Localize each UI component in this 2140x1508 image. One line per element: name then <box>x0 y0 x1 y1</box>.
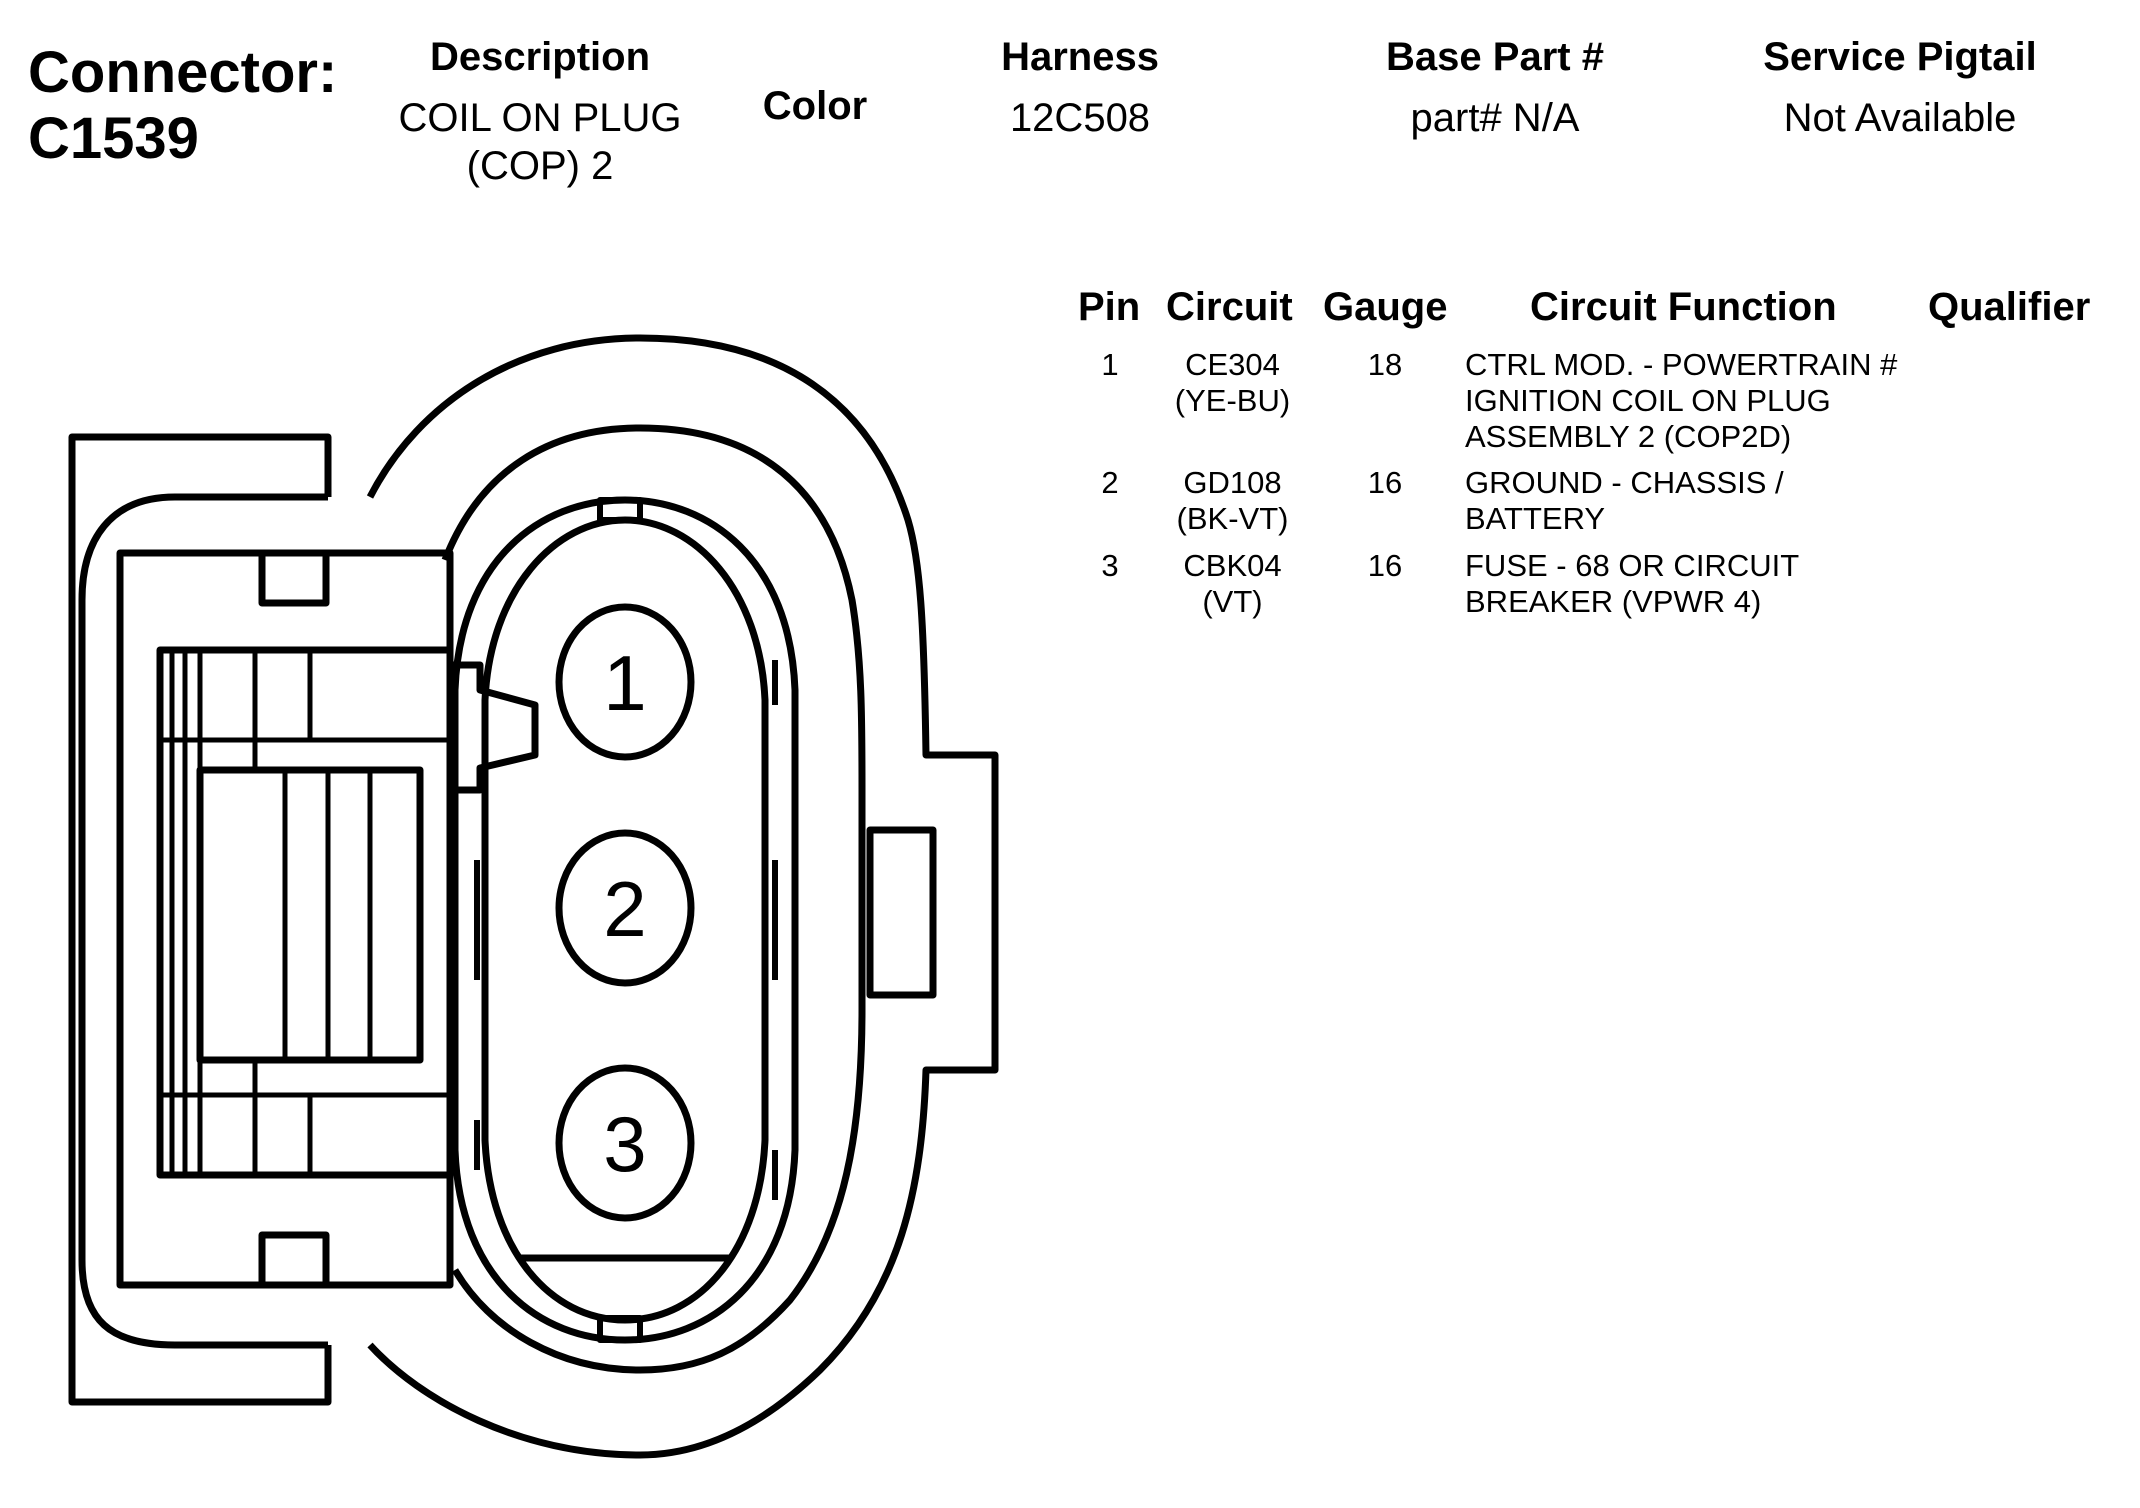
base-part-value: part# N/A <box>1410 96 1580 140</box>
base-part-label: Base Part # <box>1386 35 1604 79</box>
description-label: Description <box>429 35 651 79</box>
description-value: COIL ON PLUG (COP) 2 <box>380 94 700 190</box>
function-line: BREAKER (VPWR 4) <box>1465 584 1762 619</box>
locking-tab <box>450 661 539 794</box>
function-line: ASSEMBLY 2 (COP2D) <box>1465 419 1792 454</box>
pin-label-3: 3 <box>603 1100 646 1188</box>
latch-notch-bottom <box>258 1231 330 1289</box>
outer-housing <box>366 334 999 1459</box>
col-head-pin: Pin <box>1078 285 1141 329</box>
color-label: Color <box>762 84 868 128</box>
col-head-qualifier: Qualifier <box>1928 285 2091 329</box>
connector-title: Connector: C1539 <box>28 40 337 172</box>
circuit-cell: GD108 <box>1183 465 1282 500</box>
pin-cavity-2 <box>555 829 695 987</box>
pin-shell-inner <box>481 516 769 1324</box>
latch-center-block <box>196 766 424 1064</box>
key-notch-bottom <box>597 1315 643 1343</box>
function-line: IGNITION COIL ON PLUG <box>1465 383 1831 418</box>
key-notch-top <box>597 497 643 523</box>
circuit-color-cell: (VT) <box>1202 584 1263 619</box>
pin-cavity-3 <box>555 1064 695 1222</box>
pin-cell: 2 <box>1101 465 1119 500</box>
gauge-cell: 16 <box>1367 465 1403 500</box>
gauge-cell: 18 <box>1367 347 1403 382</box>
service-pigtail-value: Not Available <box>1783 96 2017 140</box>
service-pigtail-label: Service Pigtail <box>1763 35 2037 79</box>
connector-id: C1539 <box>28 106 199 171</box>
circuit-color-cell: (YE-BU) <box>1174 383 1291 418</box>
connector-label: Connector: <box>28 40 338 105</box>
description-line-1: COIL ON PLUG <box>398 96 682 140</box>
circuit-cell: CBK04 <box>1183 548 1282 583</box>
right-key-tab <box>866 826 937 999</box>
pin-cell: 1 <box>1101 347 1119 382</box>
description-line-2: (COP) 2 <box>466 144 614 188</box>
circuit-cell: CE304 <box>1185 347 1280 382</box>
pin-cavity-1 <box>555 603 695 761</box>
pin-shell-outer <box>451 496 799 1344</box>
latch-frame-outer <box>68 433 332 1406</box>
col-head-circuit: Circuit <box>1166 285 1293 329</box>
latch-rib-frame <box>156 646 454 1179</box>
harness-value: 12C508 <box>1009 96 1151 140</box>
connector-face-diagram: 1 2 3 <box>68 334 999 1459</box>
pin-label-2: 2 <box>603 865 646 953</box>
gauge-cell: 16 <box>1367 548 1403 583</box>
circuit-color-cell: (BK-VT) <box>1176 501 1289 536</box>
pin-label-1: 1 <box>603 639 646 727</box>
col-head-gauge: Gauge <box>1323 285 1448 329</box>
function-line: BATTERY <box>1465 501 1606 536</box>
pin-cell: 3 <box>1101 548 1119 583</box>
harness-label: Harness <box>1001 35 1159 79</box>
latch-frame-inner <box>78 493 328 1349</box>
latch-notch-top <box>258 549 330 607</box>
col-head-circuit-function: Circuit Function <box>1530 285 1837 329</box>
function-line: CTRL MOD. - POWERTRAIN # <box>1465 347 1898 382</box>
function-line: GROUND - CHASSIS / <box>1465 465 1784 500</box>
housing-inner-contour <box>441 424 866 1374</box>
function-line: FUSE - 68 OR CIRCUIT <box>1465 548 1800 583</box>
